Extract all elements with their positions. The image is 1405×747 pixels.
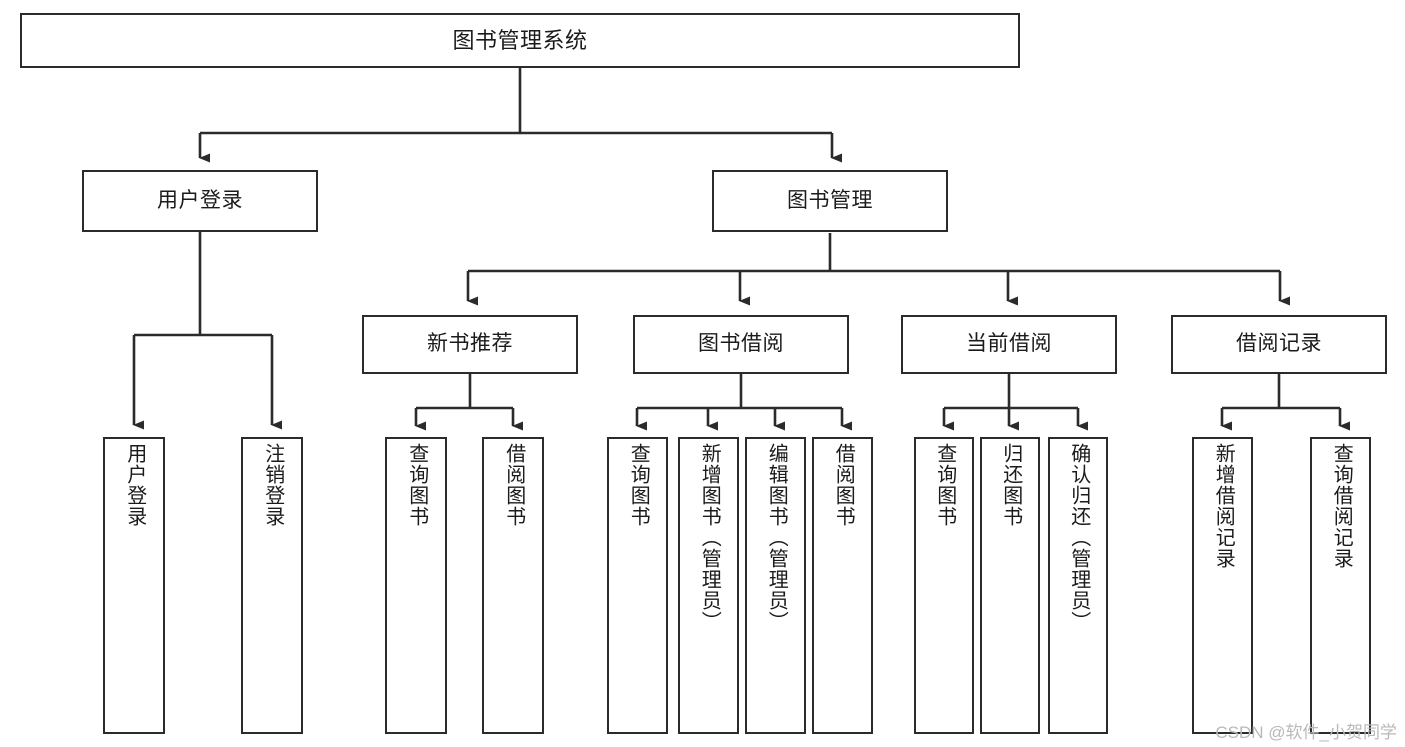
node-label: 查询图书 — [405, 443, 428, 527]
node-label: 新增图书（管理员） — [698, 443, 721, 632]
leaf-query-book-borrow[interactable]: 查询图书 — [607, 437, 668, 734]
leaf-return-book[interactable]: 归还图书 — [980, 437, 1040, 734]
node-label: 查询借阅记录 — [1330, 443, 1353, 569]
node-label: 确认归还（管理员） — [1067, 443, 1090, 632]
node-label: 图书管理 — [787, 188, 873, 212]
leaf-edit-book-admin[interactable]: 编辑图书（管理员） — [745, 437, 806, 734]
node-label: 用户登录 — [157, 188, 243, 212]
node-root-system[interactable]: 图书管理系统 — [20, 13, 1020, 68]
node-label: 图书管理系统 — [452, 27, 588, 53]
leaf-add-book-admin[interactable]: 新增图书（管理员） — [678, 437, 739, 734]
node-new-book-recommend[interactable]: 新书推荐 — [362, 315, 578, 374]
node-label: 新书推荐 — [427, 332, 513, 356]
node-label: 用户登录 — [123, 443, 146, 527]
leaf-borrow-book-new[interactable]: 借阅图书 — [482, 437, 544, 734]
leaf-user-logout[interactable]: 注销登录 — [241, 437, 303, 734]
leaf-add-borrow-record[interactable]: 新增借阅记录 — [1192, 437, 1253, 734]
node-label: 借阅图书 — [502, 443, 525, 527]
leaf-query-book-new[interactable]: 查询图书 — [385, 437, 447, 734]
node-label: 查询图书 — [627, 443, 650, 527]
node-label: 图书借阅 — [698, 332, 784, 356]
watermark-text: CSDN @软件_小贺同学 — [1215, 723, 1397, 742]
leaf-user-login[interactable]: 用户登录 — [103, 437, 165, 734]
leaf-borrow-book[interactable]: 借阅图书 — [812, 437, 873, 734]
node-label: 当前借阅 — [966, 332, 1052, 356]
node-label: 新增借阅记录 — [1212, 443, 1235, 569]
node-label: 借阅图书 — [832, 443, 855, 527]
leaf-query-borrow-record[interactable]: 查询借阅记录 — [1310, 437, 1371, 734]
node-current-borrow[interactable]: 当前借阅 — [901, 315, 1117, 374]
node-label: 借阅记录 — [1236, 332, 1322, 356]
node-book-management[interactable]: 图书管理 — [712, 170, 948, 232]
node-label: 注销登录 — [261, 443, 284, 527]
node-label: 编辑图书（管理员） — [765, 443, 788, 632]
leaf-query-book-current[interactable]: 查询图书 — [914, 437, 974, 734]
node-borrow-record[interactable]: 借阅记录 — [1171, 315, 1387, 374]
leaf-confirm-return-admin[interactable]: 确认归还（管理员） — [1048, 437, 1108, 734]
node-user-login[interactable]: 用户登录 — [82, 170, 318, 232]
node-label: 查询图书 — [933, 443, 956, 527]
node-book-borrow[interactable]: 图书借阅 — [633, 315, 849, 374]
node-label: 归还图书 — [999, 443, 1022, 527]
